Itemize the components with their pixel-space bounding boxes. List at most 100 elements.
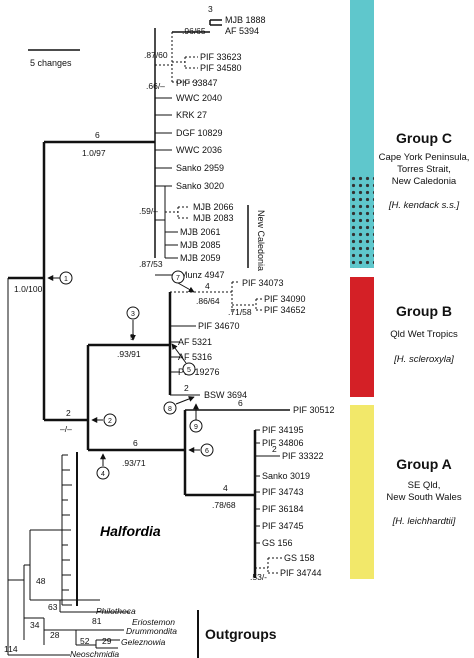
tip-label: PIF 34806: [262, 438, 304, 448]
group-b-title: Group B: [396, 303, 452, 319]
marker-circle: [200, 443, 214, 457]
tip-label: PIF 34073: [242, 278, 284, 288]
marker-arrow: [171, 343, 187, 364]
group-a-bar: [350, 405, 374, 579]
marker-circle: [96, 466, 110, 480]
marker-number: 1: [64, 276, 68, 283]
branch-b-sub: [170, 282, 233, 312]
branch-halfordia-tips: [62, 454, 72, 606]
scale-bar-label: 5 changes: [30, 58, 72, 68]
support-value: .86/64: [196, 296, 220, 306]
tip-label: MJB 2083: [193, 213, 234, 223]
support-value: .59/–: [139, 206, 158, 216]
support-value: 48: [36, 576, 46, 586]
marker-circle: [59, 271, 73, 285]
tip-label: PIF 33623: [200, 52, 242, 62]
support-value: 4: [223, 483, 228, 493]
support-value: .78/68: [212, 500, 236, 510]
group-b-region-1: Qld Wet Tropics: [390, 329, 458, 340]
new-caledonia-label: New Caledonia: [256, 210, 266, 271]
branch-a-stem: [88, 410, 187, 495]
support-value: 2: [272, 444, 277, 454]
marker-arrow: [175, 396, 195, 405]
node-markers: [47, 275, 200, 466]
support-value: 34: [30, 620, 40, 630]
tip-label: BSW 3694: [204, 390, 247, 400]
halfordia-label: Halfordia: [100, 523, 161, 539]
marker-number: 9: [194, 424, 198, 431]
tip-label: MJB 2066: [193, 202, 234, 212]
support-value: 28: [50, 630, 60, 640]
group-c-taxon: [H. kendack s.s.]: [388, 200, 460, 211]
tip-label: PIF 19276: [178, 367, 220, 377]
marker-circle: [189, 419, 203, 433]
node-marker-labels: 1 2 3 4 5 6 7 8 9: [59, 270, 214, 480]
branch-b-stem: [88, 292, 172, 395]
tip-label: Sanko 3020: [176, 181, 224, 191]
group-b-bar: [350, 277, 374, 397]
marker-circle: [163, 401, 177, 415]
branch-nc-tips: [165, 231, 178, 259]
support-value: .93/71: [122, 458, 146, 468]
clade-group-c: [42, 19, 222, 278]
support-value: 29: [102, 636, 112, 646]
outgroup-label: Neoschmidia: [70, 649, 119, 658]
outgroup-label: Geleznowia: [121, 637, 166, 647]
marker-number: 6: [205, 448, 209, 455]
support-value: –/–: [60, 424, 72, 434]
outgroup-label: Drummondita: [126, 626, 177, 636]
group-b-taxon: [H. scleroxyla]: [393, 354, 454, 365]
tip-label: PIF 34744: [280, 568, 322, 578]
branch-b-tips: [170, 325, 200, 396]
branch-out-1: [8, 565, 25, 598]
tip-label: PIF 33847: [176, 78, 218, 88]
tip-label: PIF 33322: [282, 451, 324, 461]
tip-label: AF 5321: [178, 337, 212, 347]
branch-c-tips: [155, 97, 172, 187]
support-value: 6: [95, 130, 100, 140]
outgroups-label: Outgroups: [205, 626, 277, 642]
tip-label: GS 156: [262, 538, 293, 548]
tip-label: AF 5316: [178, 352, 212, 362]
tip-label: Munz 4947: [180, 270, 225, 280]
support-value: .93/91: [117, 349, 141, 359]
branch-out-rest: [23, 598, 124, 649]
group-c-region-1: Cape York Peninsula,: [379, 152, 470, 163]
group-c-title: Group C: [396, 130, 452, 146]
branch-a-spine: [185, 430, 257, 578]
tip-label: PIF 36184: [262, 504, 304, 514]
marker-number: 2: [108, 418, 112, 425]
marker-number: 7: [176, 275, 180, 282]
tip-label: WWC 2040: [176, 93, 222, 103]
halfordia-subtree: [7, 278, 130, 656]
outgroup-label: Eriostemon: [132, 617, 175, 627]
tip-label: PIF 34195: [262, 425, 304, 435]
branch-c-sub1: [155, 32, 173, 82]
tip-label: WWC 2036: [176, 145, 222, 155]
tip-label: KRK 27: [176, 110, 207, 120]
scale-bar: 5 changes: [28, 49, 80, 68]
support-value: 1.0/100: [14, 284, 43, 294]
group-c-hatch: [350, 175, 374, 268]
tip-label: PIF 34670: [198, 321, 240, 331]
tip-label: MJB 2085: [180, 240, 221, 250]
support-value: 2: [66, 408, 71, 418]
clade-group-a: [88, 409, 290, 578]
group-c-region-3: New Caledonia: [392, 176, 457, 187]
tip-label: PIF 34743: [262, 487, 304, 497]
branch-out-philotheca: [30, 599, 130, 613]
clade-group-b: [44, 281, 262, 450]
marker-circle: [126, 306, 140, 320]
support-value: 52: [80, 636, 90, 646]
branch-nc-spine: [155, 186, 166, 258]
support-value: .87/53: [139, 259, 163, 269]
tip-label: PIF 34090: [264, 294, 306, 304]
support-value: .66/–: [146, 81, 165, 91]
branch-ab-stem: [44, 345, 90, 450]
branch-gs158: [255, 557, 282, 574]
tip-label: PIF 34745: [262, 521, 304, 531]
support-value: 2: [184, 383, 189, 393]
tip-label: GS 158: [284, 553, 315, 563]
group-a-title: Group A: [396, 456, 451, 472]
tip-label: Sanko 3019: [262, 471, 310, 481]
